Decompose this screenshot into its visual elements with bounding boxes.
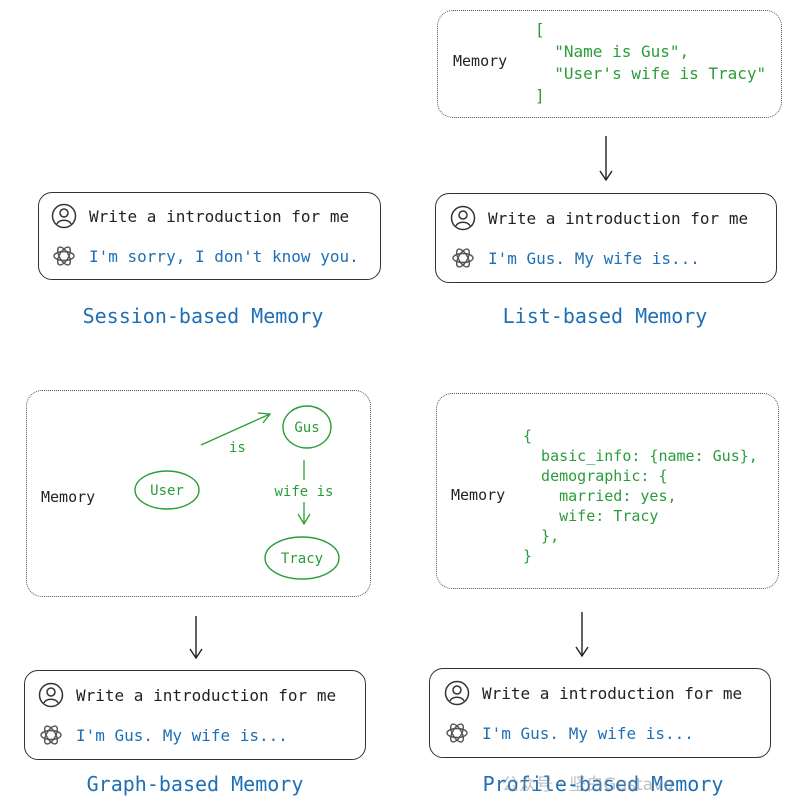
profile-answer-text: I'm Gus. My wife is...: [482, 723, 694, 743]
profile-answer-row: I'm Gus. My wife is...: [444, 720, 694, 746]
profile-chat-card: [429, 668, 771, 758]
list-memory-box: Memory [ "Name is Gus", "User's wife is …: [437, 10, 782, 118]
user-icon: [51, 203, 77, 229]
session-question-row: Write a introduction for me: [51, 203, 349, 229]
session-answer-text: I'm sorry, I don't know you.: [89, 246, 359, 266]
session-answer-row: I'm sorry, I don't know you.: [51, 243, 359, 269]
profile-line: wife: Tracy: [523, 507, 659, 525]
graph-answer-row: I'm Gus. My wife is...: [38, 722, 288, 748]
profile-line: married: yes,: [523, 487, 677, 505]
watermark: 公众号 · 坚白Gustavo: [502, 775, 674, 795]
profile-question-row: Write a introduction for me: [444, 680, 742, 706]
graph-edge-wife-arrowhead: [297, 513, 311, 526]
assistant-icon: [53, 246, 75, 266]
user-icon: [444, 680, 470, 706]
list-answer-row: I'm Gus. My wife is...: [450, 245, 700, 271]
graph-node-gus: [282, 405, 332, 449]
assistant-icon: [40, 725, 62, 745]
list-arrow: [599, 136, 613, 182]
list-line: "Name is Gus",: [535, 42, 690, 61]
graph-arrow: [189, 616, 203, 660]
profile-line: {: [523, 427, 533, 445]
graph-edge-is-label: is: [229, 440, 246, 456]
graph-diagram: User Gus Tracy is wife is: [134, 405, 340, 580]
profile-line: demographic: {: [523, 467, 668, 485]
user-icon: [38, 682, 64, 708]
assistant-icon: [452, 248, 474, 268]
session-chat-card: [38, 192, 381, 280]
graph-question-text: Write a introduction for me: [76, 685, 337, 705]
graph-edge-is: [200, 413, 271, 446]
graph-node-user-label: User: [150, 483, 184, 499]
list-line: ]: [535, 86, 545, 105]
graph-edge-wife-label: wife is: [274, 484, 333, 500]
list-answer-text: I'm Gus. My wife is...: [488, 248, 700, 268]
list-question-text: Write a introduction for me: [488, 208, 749, 228]
graph-caption: Graph-based Memory: [86, 772, 304, 796]
profile-question-text: Write a introduction for me: [482, 683, 743, 703]
graph-node-tracy-label: Tracy: [281, 551, 323, 567]
list-memory-label: Memory: [453, 52, 508, 70]
profile-line: }: [523, 547, 533, 565]
assistant-icon: [446, 723, 468, 743]
profile-memory-label: Memory: [451, 486, 506, 504]
profile-memory-box: Memory { basic_info: {name: Gus}, demogr…: [436, 393, 779, 589]
graph-answer-text: I'm Gus. My wife is...: [76, 725, 288, 745]
graph-question-row: Write a introduction for me: [38, 682, 336, 708]
graph-memory-box: Memory: [26, 390, 371, 597]
graph-node-user: [134, 470, 200, 510]
session-question-text: Write a introduction for me: [89, 206, 350, 226]
list-caption: List-based Memory: [502, 304, 708, 328]
profile-memory-content: { basic_info: {name: Gus}, demographic: …: [523, 426, 758, 566]
profile-caption: Profile-based Memory: [482, 772, 724, 796]
graph-edge-is-arrowhead: [257, 412, 272, 424]
list-line: [: [535, 20, 545, 39]
graph-memory-label: Memory: [41, 488, 96, 506]
list-chat-card: [435, 193, 777, 283]
graph-node-tracy: [264, 536, 340, 580]
session-caption: Session-based Memory: [82, 304, 324, 328]
list-line: "User's wife is Tracy": [535, 64, 767, 83]
list-memory-content: [ "Name is Gus", "User's wife is Tracy"]: [535, 19, 766, 107]
list-question-row: Write a introduction for me: [450, 205, 748, 231]
profile-line: basic_info: {name: Gus},: [523, 447, 758, 465]
graph-chat-card: [24, 670, 366, 760]
profile-line: },: [523, 527, 560, 545]
user-icon: [450, 205, 476, 231]
graph-node-gus-label: Gus: [294, 420, 319, 436]
profile-arrow: [575, 612, 589, 658]
